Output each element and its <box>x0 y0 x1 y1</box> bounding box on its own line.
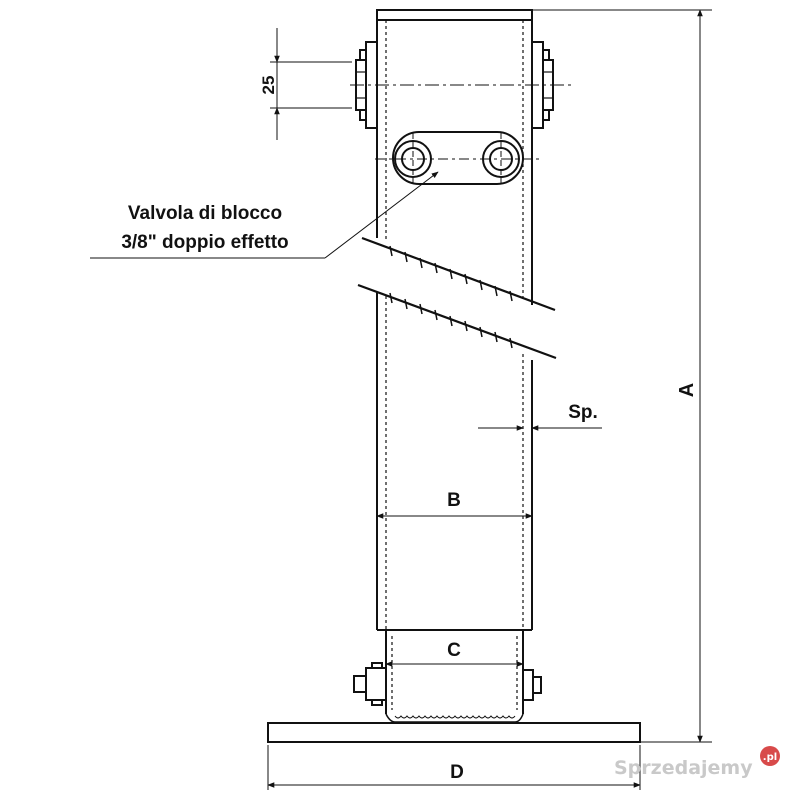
valve-leader-line <box>90 171 439 259</box>
left-lock-bolt <box>353 662 387 706</box>
dimension-25-label: 25 <box>259 76 278 95</box>
break-lines <box>357 236 557 360</box>
dimension-sp-label: Sp. <box>568 402 598 423</box>
watermark-text: Sprzedajemy <box>614 757 753 779</box>
right-lock-bolt <box>522 669 542 701</box>
dimension-d <box>267 745 641 790</box>
dimension-a-label: A <box>676 383 698 397</box>
dimension-a <box>532 9 712 743</box>
weld-seam <box>385 713 524 723</box>
lock-valve <box>375 131 540 187</box>
dimension-c-label: C <box>447 640 461 661</box>
base-plate <box>267 722 641 743</box>
dimension-b-label: B <box>447 490 461 511</box>
dimension-25 <box>270 28 352 140</box>
valve-annotation-line2: 3/8" doppio effetto <box>121 232 288 253</box>
dimension-d-label: D <box>450 762 464 783</box>
watermark-badge <box>760 746 780 766</box>
valve-annotation-line1: Valvola di blocco <box>128 203 282 224</box>
watermark-suffix: .pl <box>763 752 777 763</box>
watermark: Sprzedajemy .pl <box>614 746 780 779</box>
